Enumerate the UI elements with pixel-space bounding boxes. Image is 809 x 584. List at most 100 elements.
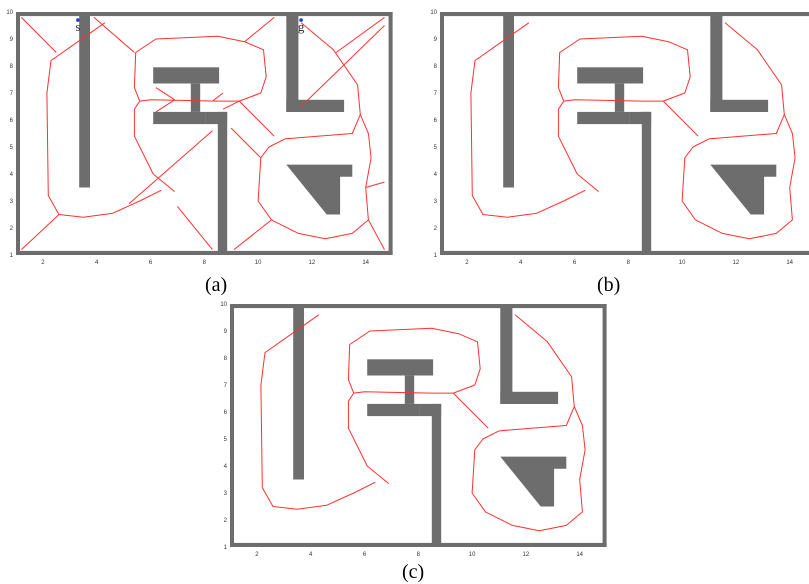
frame-right-wall [602,304,607,547]
e-top-bar-wall [577,67,644,84]
frame-left-wall [230,304,234,547]
x-tick-label: 10 [679,260,686,266]
e-stem-wall [614,83,625,112]
e-mid-bar-wall [153,111,206,125]
x-tick-label: 14 [362,260,369,266]
x-tick-label: 14 [576,552,583,558]
l-stem-wall [710,12,723,112]
roadmap-edge-9 [233,219,272,250]
y-tick-label: 9 [10,37,14,43]
y-tick-label: 3 [224,491,228,497]
triangle-obstacle [500,456,567,507]
y-tick-label: 6 [434,118,438,124]
roadmap-edge-14 [212,92,224,102]
roadmap-edge-4 [335,16,385,53]
left-bar-wall [79,12,90,188]
path-middle-loop [557,35,691,192]
y-tick-label: 9 [434,37,438,43]
y-tick-label: 4 [10,172,14,178]
roadmap-edge-13 [155,99,175,113]
frame-top-wall [440,12,809,17]
x-tick-label: 8 [417,552,421,558]
roadmap-edge-6 [21,214,60,250]
divider-top-wall [629,111,652,125]
divider-wall [431,403,442,547]
l-foot-wall [500,391,559,404]
y-tick-label: 3 [434,199,438,205]
l-stem-wall [286,12,299,112]
y-tick-label: 5 [224,437,228,443]
y-tick-label: 5 [10,145,14,151]
goal-marker [299,18,303,22]
x-tick-label: 6 [573,260,577,266]
caption-c: (c) [402,561,425,583]
caption-a: (a) [205,274,228,296]
y-tick-label: 9 [224,329,228,335]
e-top-bar-wall [153,67,220,84]
y-tick-label: 10 [430,10,437,16]
roadmap-edge-1 [21,17,57,53]
e-stem-wall [404,375,415,404]
l-stem-wall [500,304,513,404]
x-tick-label: 2 [255,552,259,558]
e-mid-bar-wall [577,111,630,125]
roadmap-edge-12 [155,87,175,101]
start-label: s [75,19,80,34]
y-tick-label: 5 [434,145,438,151]
divider-wall [217,111,228,256]
x-tick-label: 8 [627,260,631,266]
y-tick-label: 10 [220,302,227,308]
frame-right-wall [388,12,393,255]
x-tick-label: 4 [519,260,523,266]
roadmap-edge-7 [177,206,213,250]
y-tick-label: 6 [224,410,228,416]
y-tick-label: 1 [10,253,14,259]
x-tick-label: 4 [309,552,313,558]
y-tick-label: 7 [434,91,438,97]
maze [230,304,607,547]
l-foot-wall [286,99,345,112]
frame-top-wall [16,12,393,17]
y-tick-label: 2 [224,518,228,524]
roadmap-edge-5 [300,25,385,107]
divider-top-wall [419,403,442,417]
left-bar-wall [503,12,514,188]
triangle-obstacle [286,164,353,215]
x-tick-label: 2 [41,260,45,266]
y-tick-label: 1 [224,545,228,551]
y-tick-label: 8 [224,356,228,362]
e-top-bar-wall [367,359,434,376]
l-foot-wall [710,99,769,112]
triangle-obstacle [710,164,777,215]
roadmap-edge-2 [93,17,135,53]
x-tick-label: 8 [203,260,207,266]
maze [16,12,393,256]
path-middle-loop [347,327,481,484]
caption-b: (b) [597,274,621,296]
roadmap-edge-3 [244,17,275,43]
y-tick-label: 2 [10,226,14,232]
path-right-loop [471,314,586,532]
y-tick-label: 8 [434,64,438,70]
path-left-loop [470,22,586,218]
roadmap-edge-11 [365,181,385,188]
x-tick-label: 6 [363,552,367,558]
frame-left-wall [440,12,444,255]
frame-bottom-wall [230,542,607,547]
y-tick-label: 4 [224,464,228,470]
frame-top-wall [230,304,607,309]
y-tick-label: 3 [10,199,14,205]
roadmap-edge-15 [222,100,240,110]
x-tick-label: 4 [95,260,99,266]
y-tick-label: 7 [224,383,228,389]
roadmap-edge-10 [367,219,385,250]
roadmap [21,16,385,250]
start-marker [76,18,80,22]
x-tick-label: 14 [786,260,793,266]
